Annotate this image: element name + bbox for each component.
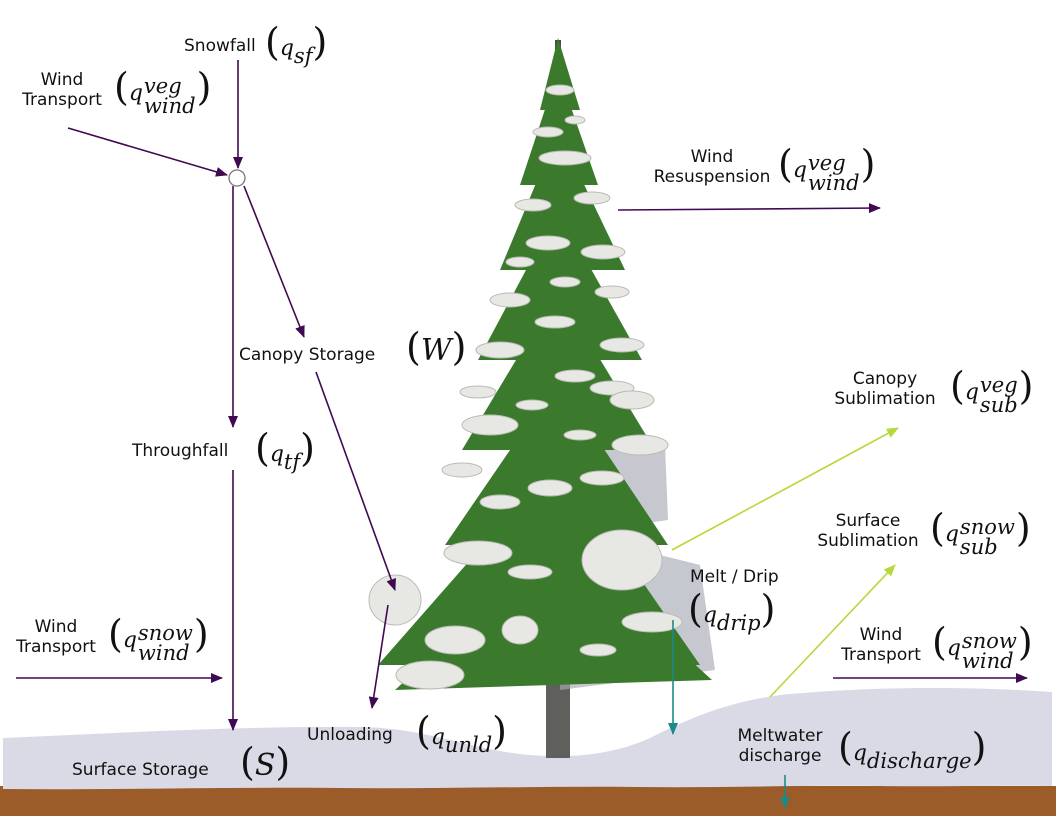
wind-transport-canopy-arrow xyxy=(67,127,228,177)
surface-sublimation-arrow xyxy=(769,564,896,698)
mass-flux-arrows xyxy=(16,60,1028,731)
unloading-arrow xyxy=(368,604,389,709)
throughfall-label: Throughfall xyxy=(132,441,229,461)
melt-drip-symbol: (qdrip) xyxy=(688,587,776,635)
surface-storage-label: Surface Storage xyxy=(72,760,209,780)
conifer-tree xyxy=(368,38,715,758)
unloading-symbol: (qunld) xyxy=(416,709,507,757)
surface-storage-symbol: (S) xyxy=(240,740,291,784)
sublimation-arrows xyxy=(671,427,899,698)
canopy-to-unloading-arrow xyxy=(315,371,396,591)
tree-snow xyxy=(368,84,683,690)
soil-layer xyxy=(0,786,1056,816)
throughfall-symbol: (qtf) xyxy=(255,426,315,474)
canopy-storage-label: Canopy Storage xyxy=(239,345,376,365)
melt-drip-label: Melt / Drip xyxy=(690,567,779,587)
snow-interception-node xyxy=(228,169,246,187)
canopy-sublimation-arrow xyxy=(671,427,899,551)
canopy-storage-arrow xyxy=(243,185,305,338)
ground-snow-layer xyxy=(3,687,1052,790)
meltwater-arrows xyxy=(668,620,790,809)
snowfall-symbol: (qsf) xyxy=(265,20,328,68)
wind-resuspension-arrow xyxy=(617,203,881,214)
snowfall-label: Snowfall xyxy=(184,36,256,56)
meltwater-discharge-symbol: (qdischarge) xyxy=(838,725,987,773)
canopy-storage-symbol: (W) xyxy=(406,325,467,369)
unloading-label: Unloading xyxy=(307,725,393,745)
